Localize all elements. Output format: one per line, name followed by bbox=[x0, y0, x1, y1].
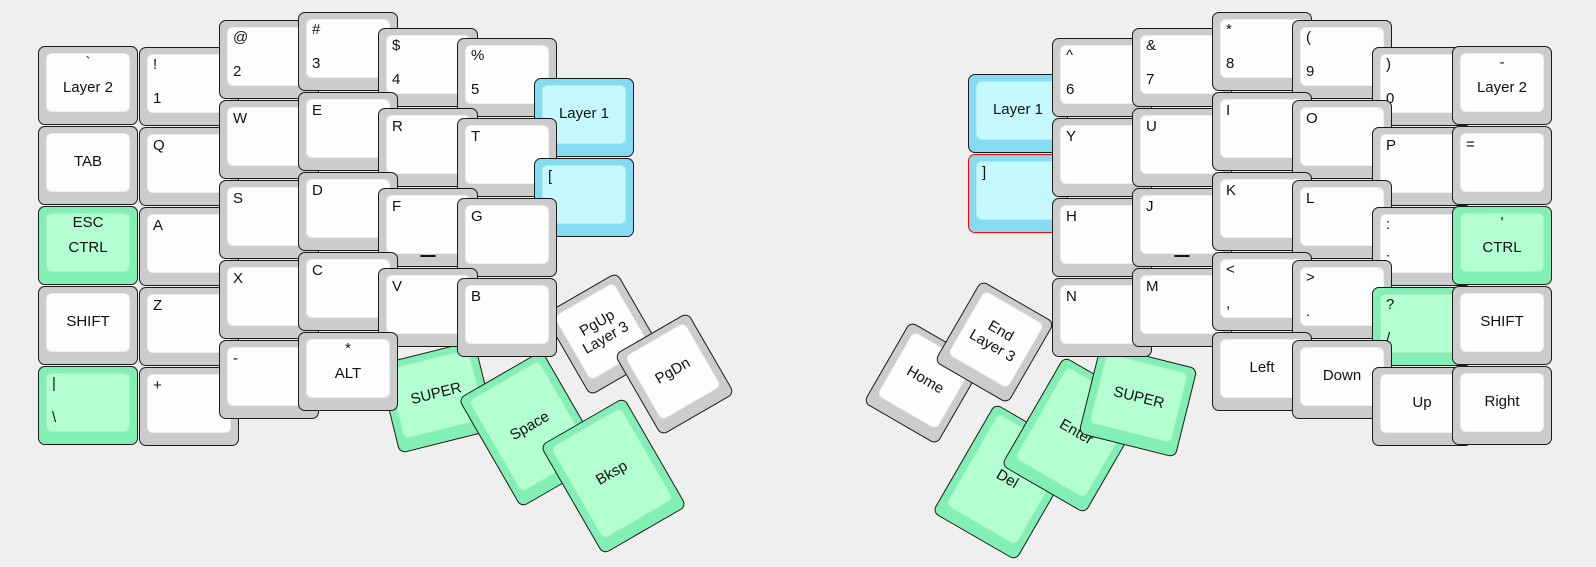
keycap-surface bbox=[465, 205, 549, 264]
keycap-surface bbox=[1460, 293, 1544, 352]
keycap-surface bbox=[147, 294, 231, 353]
keycap-surface bbox=[1460, 373, 1544, 432]
keycap-surface bbox=[1380, 54, 1464, 113]
key-1[interactable]: !1 bbox=[139, 47, 239, 126]
keycap-surface bbox=[542, 85, 626, 144]
keycap-surface bbox=[1380, 374, 1464, 433]
key-b[interactable]: B bbox=[457, 278, 557, 357]
keycap-surface bbox=[1460, 133, 1544, 192]
keycap-surface bbox=[46, 373, 130, 432]
keycap-surface bbox=[46, 213, 130, 272]
keycap-surface bbox=[1300, 27, 1384, 86]
keycap-surface bbox=[1220, 339, 1304, 398]
keycap-surface bbox=[976, 161, 1060, 220]
keycap-surface bbox=[386, 275, 470, 334]
keycap-surface bbox=[227, 107, 311, 166]
keycap-surface bbox=[1460, 53, 1544, 112]
key-3[interactable]: #3 bbox=[298, 12, 398, 91]
keycap-surface bbox=[1300, 187, 1384, 246]
keycap-surface bbox=[147, 54, 231, 113]
keycap-surface bbox=[465, 285, 549, 344]
keycap-surface bbox=[46, 53, 130, 112]
keycap-surface bbox=[306, 99, 390, 158]
keycap-surface bbox=[147, 134, 231, 193]
keycap-surface bbox=[1380, 294, 1464, 353]
keycap-surface bbox=[147, 374, 231, 433]
key-g[interactable]: G bbox=[457, 198, 557, 277]
key-comma[interactable]: <, bbox=[1212, 252, 1312, 331]
keycap-surface bbox=[1140, 275, 1224, 334]
keycap-surface bbox=[1300, 347, 1384, 406]
key-minus-layer2[interactable]: -Layer 2 bbox=[1452, 46, 1552, 125]
keycap-surface bbox=[306, 339, 390, 398]
keycap-surface bbox=[947, 290, 1045, 389]
keycap-surface bbox=[46, 133, 130, 192]
homing-bar-icon bbox=[420, 255, 436, 257]
keycap-surface bbox=[1300, 107, 1384, 166]
keycap-surface bbox=[1140, 195, 1224, 254]
keycap-surface bbox=[386, 35, 470, 94]
keycap-surface bbox=[147, 214, 231, 273]
key-tab[interactable]: TAB bbox=[38, 126, 138, 205]
keycap-surface bbox=[1380, 134, 1464, 193]
keycap-surface bbox=[1460, 213, 1544, 272]
keycap-surface bbox=[1060, 45, 1144, 104]
keycap-surface bbox=[46, 293, 130, 352]
keycap-surface bbox=[1060, 285, 1144, 344]
keycap-surface bbox=[1089, 352, 1189, 444]
keycap-surface bbox=[1060, 205, 1144, 264]
keycap-surface bbox=[976, 81, 1060, 140]
key-bracket-right[interactable]: ] bbox=[968, 154, 1068, 233]
key-shift[interactable]: SHIFT bbox=[38, 286, 138, 365]
key-asterisk-alt[interactable]: *ALT bbox=[298, 332, 398, 411]
keycap-surface bbox=[1380, 214, 1464, 273]
keycap-surface bbox=[1220, 179, 1304, 238]
key-j[interactable]: J bbox=[1132, 188, 1232, 267]
keycap-surface bbox=[227, 347, 311, 406]
key-right[interactable]: Right bbox=[1452, 366, 1552, 445]
homing-bar-icon bbox=[1174, 255, 1190, 257]
key-grave-layer2[interactable]: `Layer 2 bbox=[38, 46, 138, 125]
keycap-surface bbox=[227, 27, 311, 86]
key-quote-ctrl[interactable]: 'CTRL bbox=[1452, 206, 1552, 285]
keycap-surface bbox=[1220, 99, 1304, 158]
keycap-surface bbox=[386, 195, 470, 254]
keycap-surface bbox=[1300, 267, 1384, 326]
keycap-surface bbox=[306, 179, 390, 238]
key-pipe-backslash[interactable]: |\ bbox=[38, 366, 138, 445]
key-layer1-right[interactable]: Layer 1 bbox=[968, 74, 1068, 153]
key-shift-right[interactable]: SHIFT bbox=[1452, 286, 1552, 365]
keycap-surface bbox=[1140, 115, 1224, 174]
keycap-surface bbox=[227, 267, 311, 326]
keycap-surface bbox=[306, 19, 390, 78]
key-equals[interactable]: = bbox=[1452, 126, 1552, 205]
